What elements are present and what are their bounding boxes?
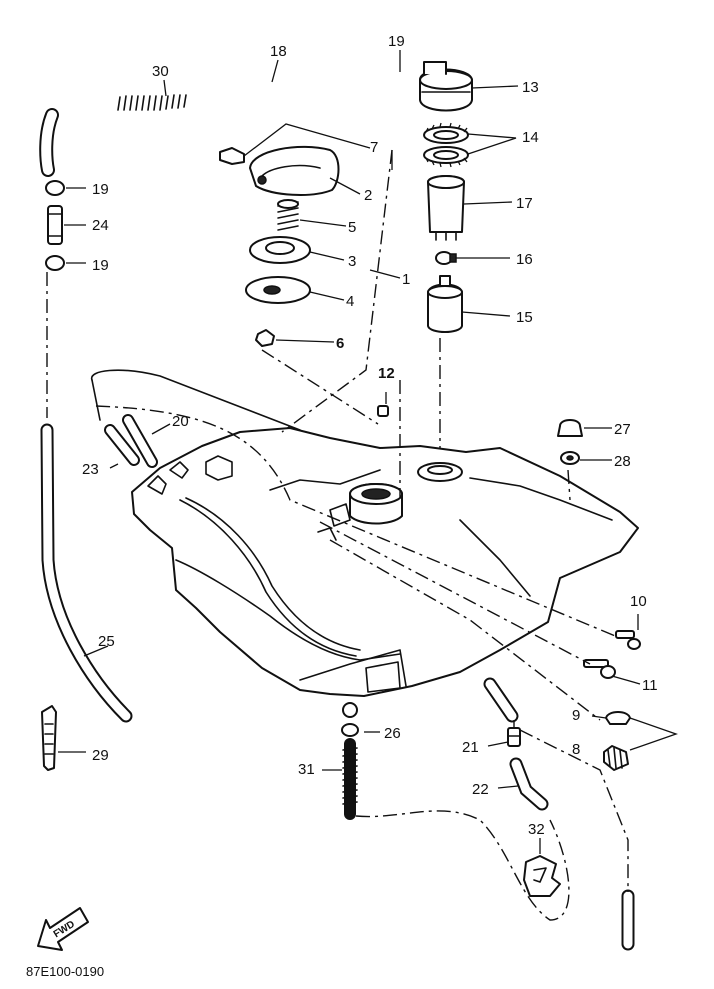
nut-6 bbox=[255, 329, 275, 347]
callout-11: 11 bbox=[642, 677, 658, 694]
hose-22 bbox=[509, 757, 549, 811]
breather-hose-18 bbox=[39, 73, 383, 177]
callout-20: 20 bbox=[172, 413, 189, 430]
callout-14: 14 bbox=[522, 129, 539, 146]
plate-4 bbox=[245, 276, 311, 304]
callout-7: 7 bbox=[370, 139, 378, 156]
callout-25: 25 bbox=[98, 633, 115, 650]
callout-16: 16 bbox=[516, 251, 533, 268]
washer-14-lower bbox=[423, 146, 469, 168]
callout-18: 18 bbox=[270, 43, 287, 60]
gasket-3 bbox=[249, 236, 311, 264]
callout-5: 5 bbox=[348, 219, 356, 236]
callout-19-top: 19 bbox=[388, 33, 405, 50]
clamp-16 bbox=[435, 251, 457, 265]
callout-31: 31 bbox=[298, 761, 315, 778]
callout-19-left-lower: 19 bbox=[92, 257, 109, 274]
callout-32: 32 bbox=[528, 821, 545, 838]
assembly-lines bbox=[95, 149, 629, 921]
clip-32 bbox=[523, 855, 561, 897]
callout-29: 29 bbox=[92, 747, 109, 764]
spring-5 bbox=[277, 199, 299, 231]
callout-28: 28 bbox=[614, 453, 631, 470]
vent-pipe-loop bbox=[91, 369, 301, 431]
hose-pipe-22-upper bbox=[483, 677, 519, 723]
callout-30: 30 bbox=[152, 63, 169, 80]
spring-protector-30 bbox=[117, 94, 187, 111]
callout-13: 13 bbox=[522, 79, 539, 96]
callout-9: 9 bbox=[572, 707, 580, 724]
bolt-11 bbox=[583, 659, 616, 679]
callout-2: 2 bbox=[364, 187, 372, 204]
callout-8: 8 bbox=[572, 741, 580, 758]
tube-23 bbox=[104, 424, 140, 466]
leader-lines bbox=[58, 50, 678, 854]
hose-band-29 bbox=[41, 705, 57, 771]
forward-arrow-icon: FWD bbox=[37, 907, 89, 951]
damper-27 bbox=[557, 419, 583, 437]
callout-24: 24 bbox=[92, 217, 109, 234]
clamp-19-upper-left bbox=[45, 180, 65, 196]
callout-26: 26 bbox=[384, 725, 401, 742]
callout-10: 10 bbox=[630, 593, 647, 610]
callout-15: 15 bbox=[516, 309, 533, 326]
drawing-code: 87E100-0190 bbox=[26, 964, 104, 979]
drain-hose-25 bbox=[40, 423, 133, 723]
callout-23: 23 bbox=[82, 461, 99, 478]
fuel-pump-cover-13 bbox=[419, 61, 473, 112]
washer-28 bbox=[560, 451, 580, 465]
clamp-19-lower-left bbox=[45, 255, 65, 271]
fuel-cap-2 bbox=[249, 145, 340, 196]
callout-21: 21 bbox=[462, 739, 479, 756]
callout-4: 4 bbox=[346, 293, 354, 310]
joint-21 bbox=[507, 727, 521, 747]
cap-key-7 bbox=[219, 147, 245, 165]
callout-3: 3 bbox=[348, 253, 356, 270]
hose-spring-31 bbox=[342, 738, 358, 820]
tube-20 bbox=[122, 414, 158, 468]
clip-12 bbox=[377, 405, 389, 417]
callout-22: 22 bbox=[472, 781, 489, 798]
callout-1: 1 bbox=[402, 271, 410, 288]
callout-labels: 1 2 3 4 5 6 7 8 9 10 11 12 13 14 15 16 1… bbox=[82, 33, 658, 838]
fuel-tank-1 bbox=[131, 427, 639, 697]
callout-6: 6 bbox=[336, 335, 344, 352]
bolt-10 bbox=[615, 630, 641, 650]
strainer-17 bbox=[427, 175, 465, 241]
callout-17: 17 bbox=[516, 195, 533, 212]
cock-26 bbox=[341, 702, 359, 737]
callout-19-left-upper: 19 bbox=[92, 181, 109, 198]
callout-12: 12 bbox=[378, 365, 395, 382]
collar-9 bbox=[605, 711, 631, 725]
joint-pipe-24 bbox=[47, 205, 63, 245]
washer-14-upper bbox=[423, 122, 469, 144]
valve-15 bbox=[427, 275, 463, 333]
callout-27: 27 bbox=[614, 421, 631, 438]
damper-8 bbox=[603, 745, 629, 771]
